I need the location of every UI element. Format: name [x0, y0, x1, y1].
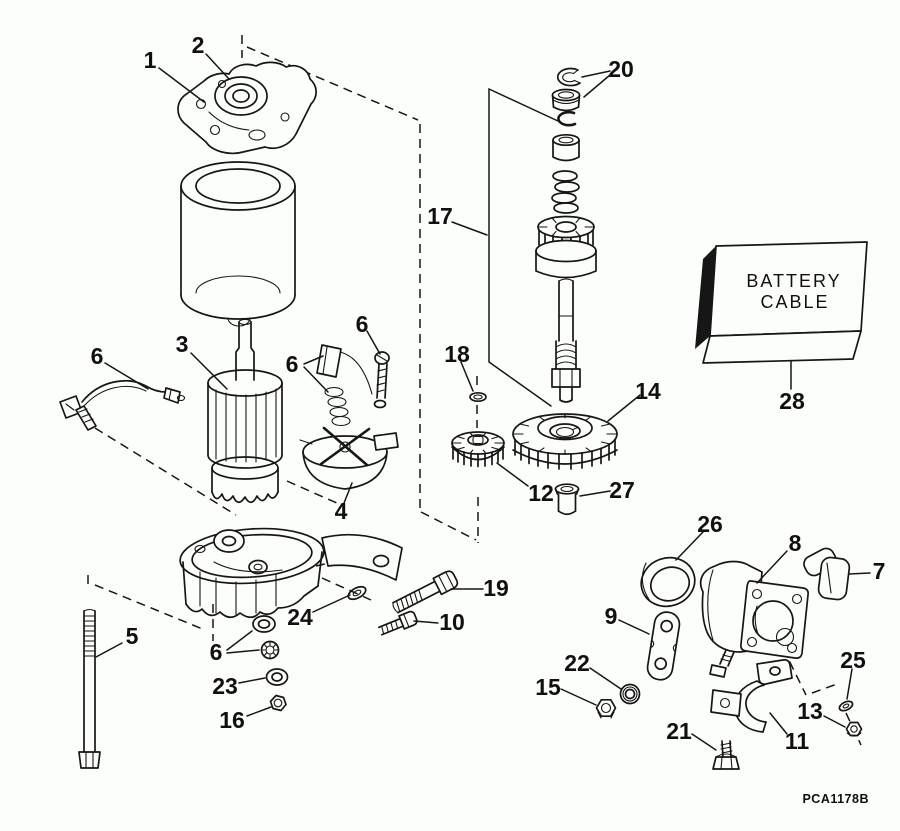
callout-25: 25 — [840, 647, 866, 673]
callout-6b: 6 — [286, 351, 299, 377]
boot-7 — [801, 546, 850, 601]
washer-stack — [253, 616, 288, 711]
drawing-part-code: PCA1178B — [802, 792, 869, 806]
callout-24: 24 — [287, 604, 313, 630]
callout-10: 10 — [439, 609, 465, 635]
callouts: 1 2 3 4 5 6 6 6 6 7 8 9 10 11 12 13 14 1… — [91, 32, 886, 754]
leader-lines — [96, 54, 870, 750]
bracket-11 — [711, 660, 792, 732]
screw-10 — [378, 610, 418, 637]
callout-1: 1 — [144, 47, 157, 73]
drive-gear-14 — [513, 414, 617, 469]
callout-13: 13 — [797, 698, 823, 724]
brush-plate — [300, 428, 398, 489]
callout-4: 4 — [335, 498, 348, 524]
lower-end-cap — [178, 524, 402, 617]
bushing-27 — [556, 484, 579, 514]
motor-frame — [181, 162, 295, 326]
callout-9: 9 — [605, 603, 618, 629]
callout-19: 19 — [483, 575, 509, 601]
callout-5: 5 — [126, 623, 139, 649]
callout-12: 12 — [528, 480, 554, 506]
callout-26: 26 — [697, 511, 723, 537]
alignment-dashed-lines — [88, 35, 861, 745]
callout-6c: 6 — [356, 311, 369, 337]
battery-box-line2: CABLE — [760, 292, 829, 312]
callout-8: 8 — [789, 530, 802, 556]
battery-box-line1: BATTERY — [746, 271, 841, 291]
bracket-17 — [489, 89, 558, 406]
callout-17: 17 — [427, 203, 453, 229]
callout-16: 16 — [219, 707, 245, 733]
callout-6a: 6 — [91, 343, 104, 369]
callout-15: 15 — [535, 674, 561, 700]
brush-and-springs — [317, 345, 389, 426]
upper-end-cap — [178, 62, 316, 153]
sleeve-26 — [635, 551, 701, 613]
cable-assembly — [60, 381, 185, 430]
strap-9 — [646, 610, 681, 681]
callout-6d: 6 — [210, 639, 223, 665]
callout-22: 22 — [564, 650, 590, 676]
washer-18 — [470, 393, 486, 401]
screw-21 — [713, 741, 739, 769]
callout-3: 3 — [176, 331, 189, 357]
nut-15 — [597, 700, 616, 718]
pinion-gear-12 — [452, 432, 504, 467]
callout-27: 27 — [609, 477, 635, 503]
battery-cable-box: BATTERY CABLE — [695, 242, 867, 363]
callout-2: 2 — [192, 32, 205, 58]
washer-25 — [838, 699, 854, 712]
washer-22 — [621, 685, 640, 704]
callout-14: 14 — [635, 378, 661, 404]
armature — [208, 320, 282, 503]
callout-28: 28 — [779, 388, 805, 414]
callout-18: 18 — [444, 341, 470, 367]
callout-7: 7 — [873, 558, 886, 584]
callout-11: 11 — [785, 728, 810, 754]
solenoid-8 — [701, 562, 808, 678]
callout-21: 21 — [666, 718, 692, 744]
callout-23: 23 — [212, 673, 238, 699]
callout-20: 20 — [608, 56, 634, 82]
through-bolt — [79, 610, 100, 769]
starter-drive-assembly — [489, 69, 596, 406]
washer-24 — [346, 584, 367, 602]
nut-13 — [847, 723, 862, 737]
